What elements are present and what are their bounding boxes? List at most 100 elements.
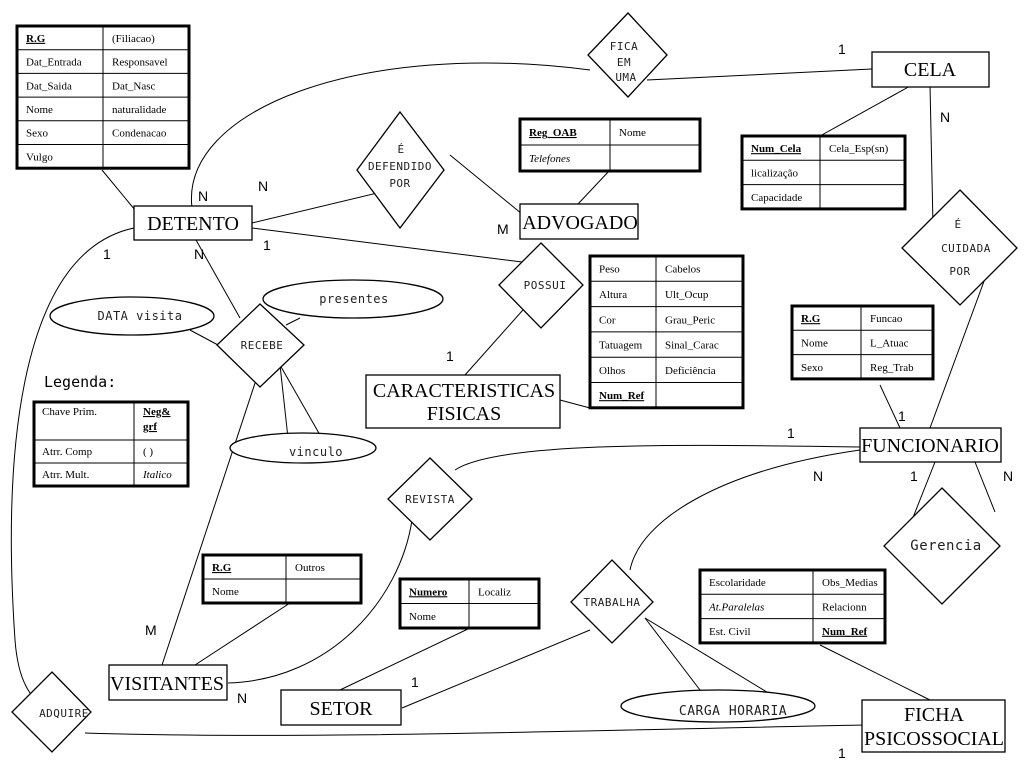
table-cell: Cor bbox=[599, 314, 616, 326]
table-cell: Num_Ref bbox=[599, 390, 645, 402]
table-cell: Nome bbox=[801, 337, 828, 349]
table-cell: Cela_Esp(sn) bbox=[829, 143, 889, 155]
svg-text:grf: grf bbox=[143, 421, 157, 433]
table-cell: Altura bbox=[599, 289, 627, 301]
svg-text:CELA: CELA bbox=[904, 59, 957, 81]
entity-advogado: ADVOGADO bbox=[519, 203, 639, 240]
table-cell: Num_Ref bbox=[822, 626, 868, 638]
table-cell: Dat_Entrada bbox=[26, 57, 82, 69]
entity-detento: DETENTO bbox=[133, 205, 253, 241]
svg-text:M: M bbox=[145, 622, 157, 638]
svg-text:Gerencia: Gerencia bbox=[910, 538, 981, 554]
svg-text:1: 1 bbox=[838, 745, 846, 761]
connector-lines bbox=[10, 62, 996, 736]
svg-text:1: 1 bbox=[898, 408, 906, 424]
svg-text:Atrr. Mult.: Atrr. Mult. bbox=[42, 469, 90, 481]
table-cell: Grau_Peric bbox=[665, 314, 715, 326]
table-cell: Numero bbox=[409, 586, 448, 598]
svg-text:FUNCIONARIO: FUNCIONARIO bbox=[861, 435, 999, 457]
relationship-gerencia: Gerencia bbox=[883, 487, 1001, 605]
attribute-data-visita: DATA visita bbox=[49, 296, 215, 336]
table-cell: Sexo bbox=[26, 128, 49, 140]
table-cell: At.Paralelas bbox=[708, 601, 764, 613]
svg-text:É: É bbox=[954, 218, 961, 231]
svg-text:SETOR: SETOR bbox=[310, 698, 374, 720]
entity-visitantes: VISITANTES bbox=[108, 664, 228, 701]
entity-caracteristicas-fisicas: CARACTERISTICAS FISICAS bbox=[365, 374, 561, 429]
cardinality-labels: 1 N N M 1 1 N 1 N 1 1 N 1 N M N 1 1 bbox=[103, 41, 1013, 761]
svg-text:N: N bbox=[940, 109, 950, 125]
table-cell: Tatuagem bbox=[599, 340, 643, 352]
svg-text:vinculo: vinculo bbox=[289, 445, 343, 459]
table-cell: (Filiacao) bbox=[112, 33, 155, 45]
svg-text:1: 1 bbox=[910, 468, 918, 484]
table-cell: Condenacao bbox=[112, 128, 167, 140]
svg-text:N: N bbox=[258, 178, 268, 194]
svg-text:VISITANTES: VISITANTES bbox=[110, 673, 224, 695]
relationship-defendido-por: É DEFENDIDO POR bbox=[356, 110, 445, 230]
svg-text:M: M bbox=[497, 221, 509, 237]
table-cell: Deficiência bbox=[665, 365, 716, 377]
relationship-adquire: ADQUIRE bbox=[11, 671, 92, 753]
svg-text:Atrr. Comp: Atrr. Comp bbox=[42, 446, 93, 458]
table-cell: R.G bbox=[801, 313, 821, 325]
svg-text:CUIDADA: CUIDADA bbox=[941, 242, 991, 255]
legend-table: Chave Prim. Neg& grf Atrr. Comp ( ) Atrr… bbox=[32, 400, 190, 488]
entity-funcionario: FUNCIONARIO bbox=[859, 427, 1002, 463]
table-cela: Num_Cela Cela_Esp(sn) licalizaçãoCapacidad… bbox=[740, 134, 907, 211]
svg-text:Chave Prim.: Chave Prim. bbox=[42, 406, 97, 418]
relationship-cuidada-por: É CUIDADA POR bbox=[901, 189, 1018, 306]
table-cell: Reg_Trab bbox=[870, 362, 914, 374]
table-detento: R.G (Filiacao) Dat_Entrada ResponsavelDat_S… bbox=[15, 24, 191, 170]
svg-text:DATA visita: DATA visita bbox=[98, 309, 183, 323]
table-cell: Nome bbox=[619, 127, 646, 139]
svg-text:TRABALHA: TRABALHA bbox=[584, 596, 641, 609]
svg-text:1: 1 bbox=[446, 348, 454, 364]
relationship-fica-em-uma: FICA EM UMA bbox=[587, 12, 668, 98]
table-cell: Nome bbox=[26, 104, 53, 116]
table-cell: R.G bbox=[26, 33, 46, 45]
entity-cela: CELA bbox=[871, 51, 990, 88]
table-cell: Capacidade bbox=[751, 192, 802, 204]
table-cell: Nome bbox=[409, 611, 436, 623]
table-cell: licalização bbox=[751, 167, 799, 179]
svg-text:CARGA HORARIA: CARGA HORARIA bbox=[679, 704, 787, 719]
svg-text:FICA: FICA bbox=[610, 40, 639, 53]
svg-text:POR: POR bbox=[389, 177, 410, 190]
table-cell: Cabelos bbox=[665, 264, 700, 276]
table-cell: R.G bbox=[212, 562, 232, 574]
relationship-revista: REVISTA bbox=[387, 457, 473, 541]
table-cell: Ult_Ocup bbox=[665, 289, 709, 301]
svg-text:N: N bbox=[194, 246, 204, 262]
svg-text:DEFENDIDO: DEFENDIDO bbox=[368, 160, 432, 173]
table-cell: Responsavel bbox=[112, 57, 168, 69]
svg-text:presentes: presentes bbox=[319, 292, 389, 306]
svg-text:CARACTERISTICAS: CARACTERISTICAS bbox=[373, 380, 555, 402]
table-cell: Localiz bbox=[478, 586, 511, 598]
svg-text:FICHA: FICHA bbox=[904, 704, 965, 726]
svg-text:É: É bbox=[397, 143, 404, 156]
relationship-possui: POSSUI bbox=[498, 242, 584, 329]
svg-text:N: N bbox=[237, 690, 247, 706]
table-cell: Vulgo bbox=[26, 151, 53, 163]
table-cell: Obs_Medias bbox=[822, 577, 878, 589]
svg-text:1: 1 bbox=[103, 246, 111, 262]
table-cell: Sexo bbox=[801, 362, 824, 374]
attribute-vinculo: vinculo bbox=[229, 432, 377, 464]
svg-text:1: 1 bbox=[263, 237, 271, 253]
table-cell: Telefones bbox=[529, 153, 570, 165]
svg-text:EM: EM bbox=[617, 56, 631, 69]
svg-text:UMA: UMA bbox=[615, 71, 636, 84]
svg-text:ADVOGADO: ADVOGADO bbox=[522, 212, 638, 234]
table-cell: Sinal_Carac bbox=[665, 340, 719, 352]
table-cell: Est. Civil bbox=[709, 626, 751, 638]
table-cell: Num_Cela bbox=[751, 143, 802, 155]
svg-text:POR: POR bbox=[949, 265, 970, 278]
table-cell: Dat_Saida bbox=[26, 80, 72, 92]
table-cell: Olhos bbox=[599, 365, 625, 377]
